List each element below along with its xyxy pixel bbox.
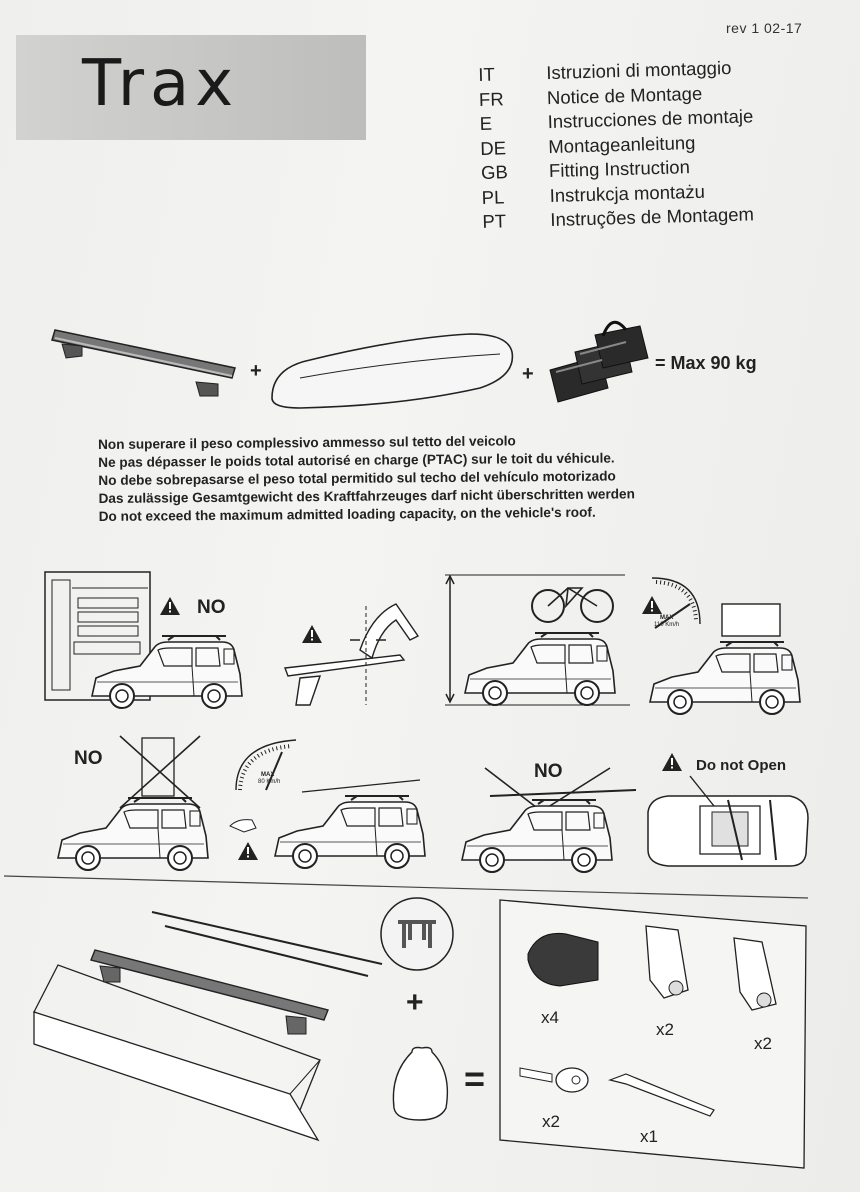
part-qty-foot: x4 — [541, 1008, 559, 1027]
warning-icon — [160, 597, 180, 615]
load-warning-text: Non superare il peso complessivo ammesso… — [98, 431, 635, 526]
speed-limit-illustration — [642, 577, 801, 715]
part-qty-lock-cover: x2 — [754, 1034, 772, 1053]
roof-box-illustration — [271, 333, 514, 409]
max-load-label: = Max 90 kg — [655, 353, 757, 373]
overload-illustration — [57, 735, 209, 871]
car-wash-illustration — [44, 571, 243, 709]
lengthwise-no-label: NO — [534, 761, 563, 782]
car-wash-no-label: NO — [197, 597, 226, 618]
kit-box-illustration — [33, 897, 454, 1142]
logo-band — [16, 35, 366, 140]
max-label: MAX — [261, 772, 275, 778]
speed-80-illustration — [229, 739, 426, 869]
max-label: MAX — [660, 615, 674, 621]
kit-equals-sign: = — [464, 1058, 486, 1099]
brand-logo: Trax — [82, 47, 240, 121]
section-divider — [3, 875, 809, 899]
lengthwise-illustration — [461, 767, 637, 873]
bike-height-illustration — [445, 574, 630, 706]
speed-110-label: 110 Km/h — [654, 622, 680, 628]
plus-sign: + — [522, 363, 534, 385]
do-not-open-label: Do not Open — [696, 757, 786, 774]
sunroof-illustration — [647, 753, 809, 867]
kit-plus-sign: + — [406, 986, 424, 1019]
bags-illustration — [549, 320, 649, 403]
part-qty-allen-key: x1 — [640, 1127, 658, 1146]
plus-sign: + — [250, 360, 262, 382]
speed-80-label: 80 Km/h — [258, 779, 281, 785]
part-qty-cover: x2 — [656, 1020, 674, 1039]
bar-clearance-illustration — [284, 603, 420, 706]
revision-label: rev 1 02-17 — [726, 20, 803, 36]
part-qty-key: x2 — [542, 1112, 560, 1131]
roof-bar-illustration — [51, 329, 236, 397]
overload-no-label: NO — [74, 748, 103, 769]
parts-panel — [499, 899, 807, 1169]
